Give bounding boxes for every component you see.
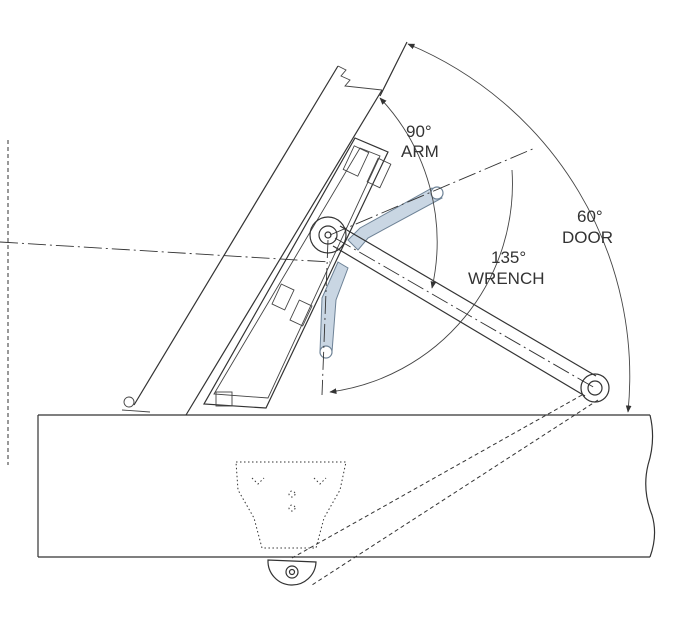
center-line-horizontal bbox=[0, 241, 331, 263]
arc-door-60 bbox=[407, 43, 632, 413]
door-angle-label: 60° bbox=[577, 207, 603, 226]
bracket-holes bbox=[251, 477, 327, 512]
center-line-wrench bbox=[321, 239, 329, 396]
wrench-label: WRENCH bbox=[468, 269, 545, 288]
door-label: DOOR bbox=[562, 228, 613, 247]
wrench-position-lower bbox=[319, 261, 349, 359]
arm-label: ARM bbox=[401, 142, 439, 161]
lower-pivot bbox=[267, 559, 317, 586]
closer-body bbox=[203, 137, 392, 409]
wrench-angle-label: 135° bbox=[491, 248, 526, 267]
arc-wrench-135 bbox=[329, 169, 513, 395]
door-panel bbox=[121, 65, 383, 416]
closer-arm bbox=[332, 225, 610, 403]
door-frame bbox=[37, 414, 656, 558]
center-line-arm bbox=[334, 237, 596, 389]
door-open-line bbox=[379, 41, 408, 97]
mounting-bracket bbox=[235, 461, 347, 549]
lower-linkage bbox=[291, 394, 599, 586]
wrench-position-arm bbox=[347, 186, 444, 251]
arm-angle-label: 90° bbox=[406, 122, 432, 141]
